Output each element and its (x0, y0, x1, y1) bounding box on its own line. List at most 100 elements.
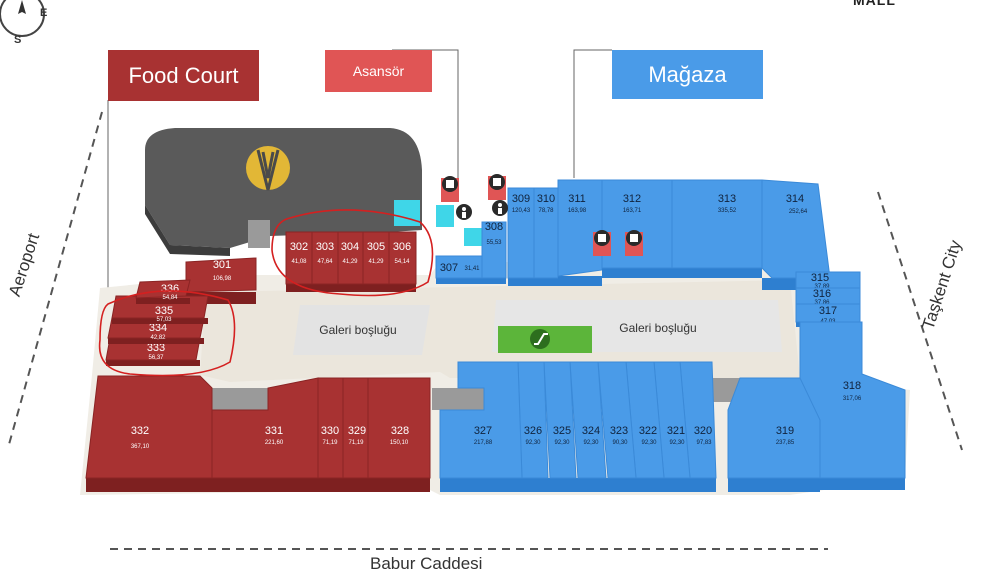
unit-area: 92,30 (583, 440, 599, 446)
unit-number: 315 (811, 272, 829, 284)
unit-area: 57,03 (156, 317, 172, 323)
unit-area: 163,71 (623, 208, 642, 214)
unit-area: 78,78 (538, 208, 554, 214)
legend-food-court: Food Court (108, 50, 259, 101)
dark-area-front (145, 205, 230, 256)
elevator-icon (441, 176, 459, 202)
unit-area: 150,10 (390, 440, 409, 446)
unit-front-face (343, 478, 368, 492)
unit-shape (388, 231, 417, 285)
unit-area: 217,88 (474, 440, 493, 446)
unit-323[interactable]: 323 90,30 (597, 361, 637, 492)
unit-number: 321 (667, 425, 685, 437)
compass-icon: E S (0, 0, 55, 48)
unit-front-face (440, 478, 522, 492)
unit-shape (311, 231, 339, 285)
unit-area: 56,37 (148, 355, 164, 361)
escalator-icon (530, 329, 550, 349)
unit-number: 306 (393, 241, 411, 253)
unit-front-face (436, 278, 490, 284)
unit-number: 331 (265, 425, 283, 437)
atrium-label-left: Galeri boşluğu (319, 323, 396, 337)
atrium-void-left (293, 305, 430, 355)
elevator-icon (593, 230, 611, 256)
unit-number: 317 (819, 305, 837, 317)
unit-number: 336 (161, 283, 179, 295)
unit-number: 301 (213, 259, 231, 271)
unit-area: 90,30 (612, 440, 628, 446)
unit-number: 332 (131, 425, 149, 437)
unit-area: 237,85 (776, 440, 795, 446)
unit-front-face (558, 276, 602, 286)
unit-shape (285, 231, 313, 285)
unit-shape (481, 221, 507, 279)
legend-store-label: Mağaza (648, 61, 727, 87)
unit-area: 221,60 (265, 440, 284, 446)
unit-area: 163,98 (568, 208, 587, 214)
unit-area: 37,89 (814, 284, 830, 290)
unit-number: 330 (321, 425, 339, 437)
unit-326[interactable]: 326 92,30 (517, 361, 549, 492)
restroom-icon (492, 200, 508, 216)
right-street-boundary (877, 191, 963, 451)
unit-front-face (598, 478, 636, 492)
unit-area: 41,29 (342, 259, 358, 265)
unit-front-face (518, 478, 548, 492)
unit-area: 31,41 (464, 266, 480, 272)
unit-area: 71,19 (348, 440, 364, 446)
unit-area: 92,30 (525, 440, 541, 446)
unit-area: 252,64 (789, 209, 808, 215)
atrium-label-right: Galeri boşluğu (619, 321, 696, 335)
unit-front-face (318, 478, 343, 492)
unit-number: 325 (553, 425, 571, 437)
unit-331[interactable]: 331 221,60 (209, 377, 319, 492)
unit-shape (727, 377, 821, 479)
unit-shape (517, 361, 549, 479)
unit-area: 106,98 (213, 276, 232, 282)
unit-number: 302 (290, 241, 308, 253)
unit-number: 323 (610, 425, 628, 437)
unit-327[interactable]: 327 217,88 (439, 361, 523, 492)
unit-area: 55,53 (486, 240, 502, 246)
left-street-boundary (7, 111, 103, 449)
unit-shape (597, 361, 637, 479)
unit-front-face (286, 284, 312, 292)
unit-front-face (602, 268, 672, 278)
mall-word-label: MALL (853, 0, 896, 8)
dark-area-logo-icon (246, 146, 290, 191)
unit-312[interactable]: 312 163,71 (601, 179, 673, 278)
unit-shape (337, 231, 364, 285)
unit-number: 327 (474, 425, 492, 437)
unit-number: 312 (623, 193, 641, 205)
unit-number: 309 (512, 193, 530, 205)
unit-304[interactable]: 304 41,29 (337, 231, 364, 292)
elevator-icon (488, 174, 506, 200)
legend-elevator-label: Asansör (352, 63, 405, 79)
unit-number: 304 (341, 241, 359, 253)
unit-number: 326 (524, 425, 542, 437)
unit-front-face (86, 478, 212, 492)
compass-south-label: S (14, 34, 21, 46)
cyan-block (436, 205, 454, 227)
unit-number: 307 (440, 262, 458, 274)
